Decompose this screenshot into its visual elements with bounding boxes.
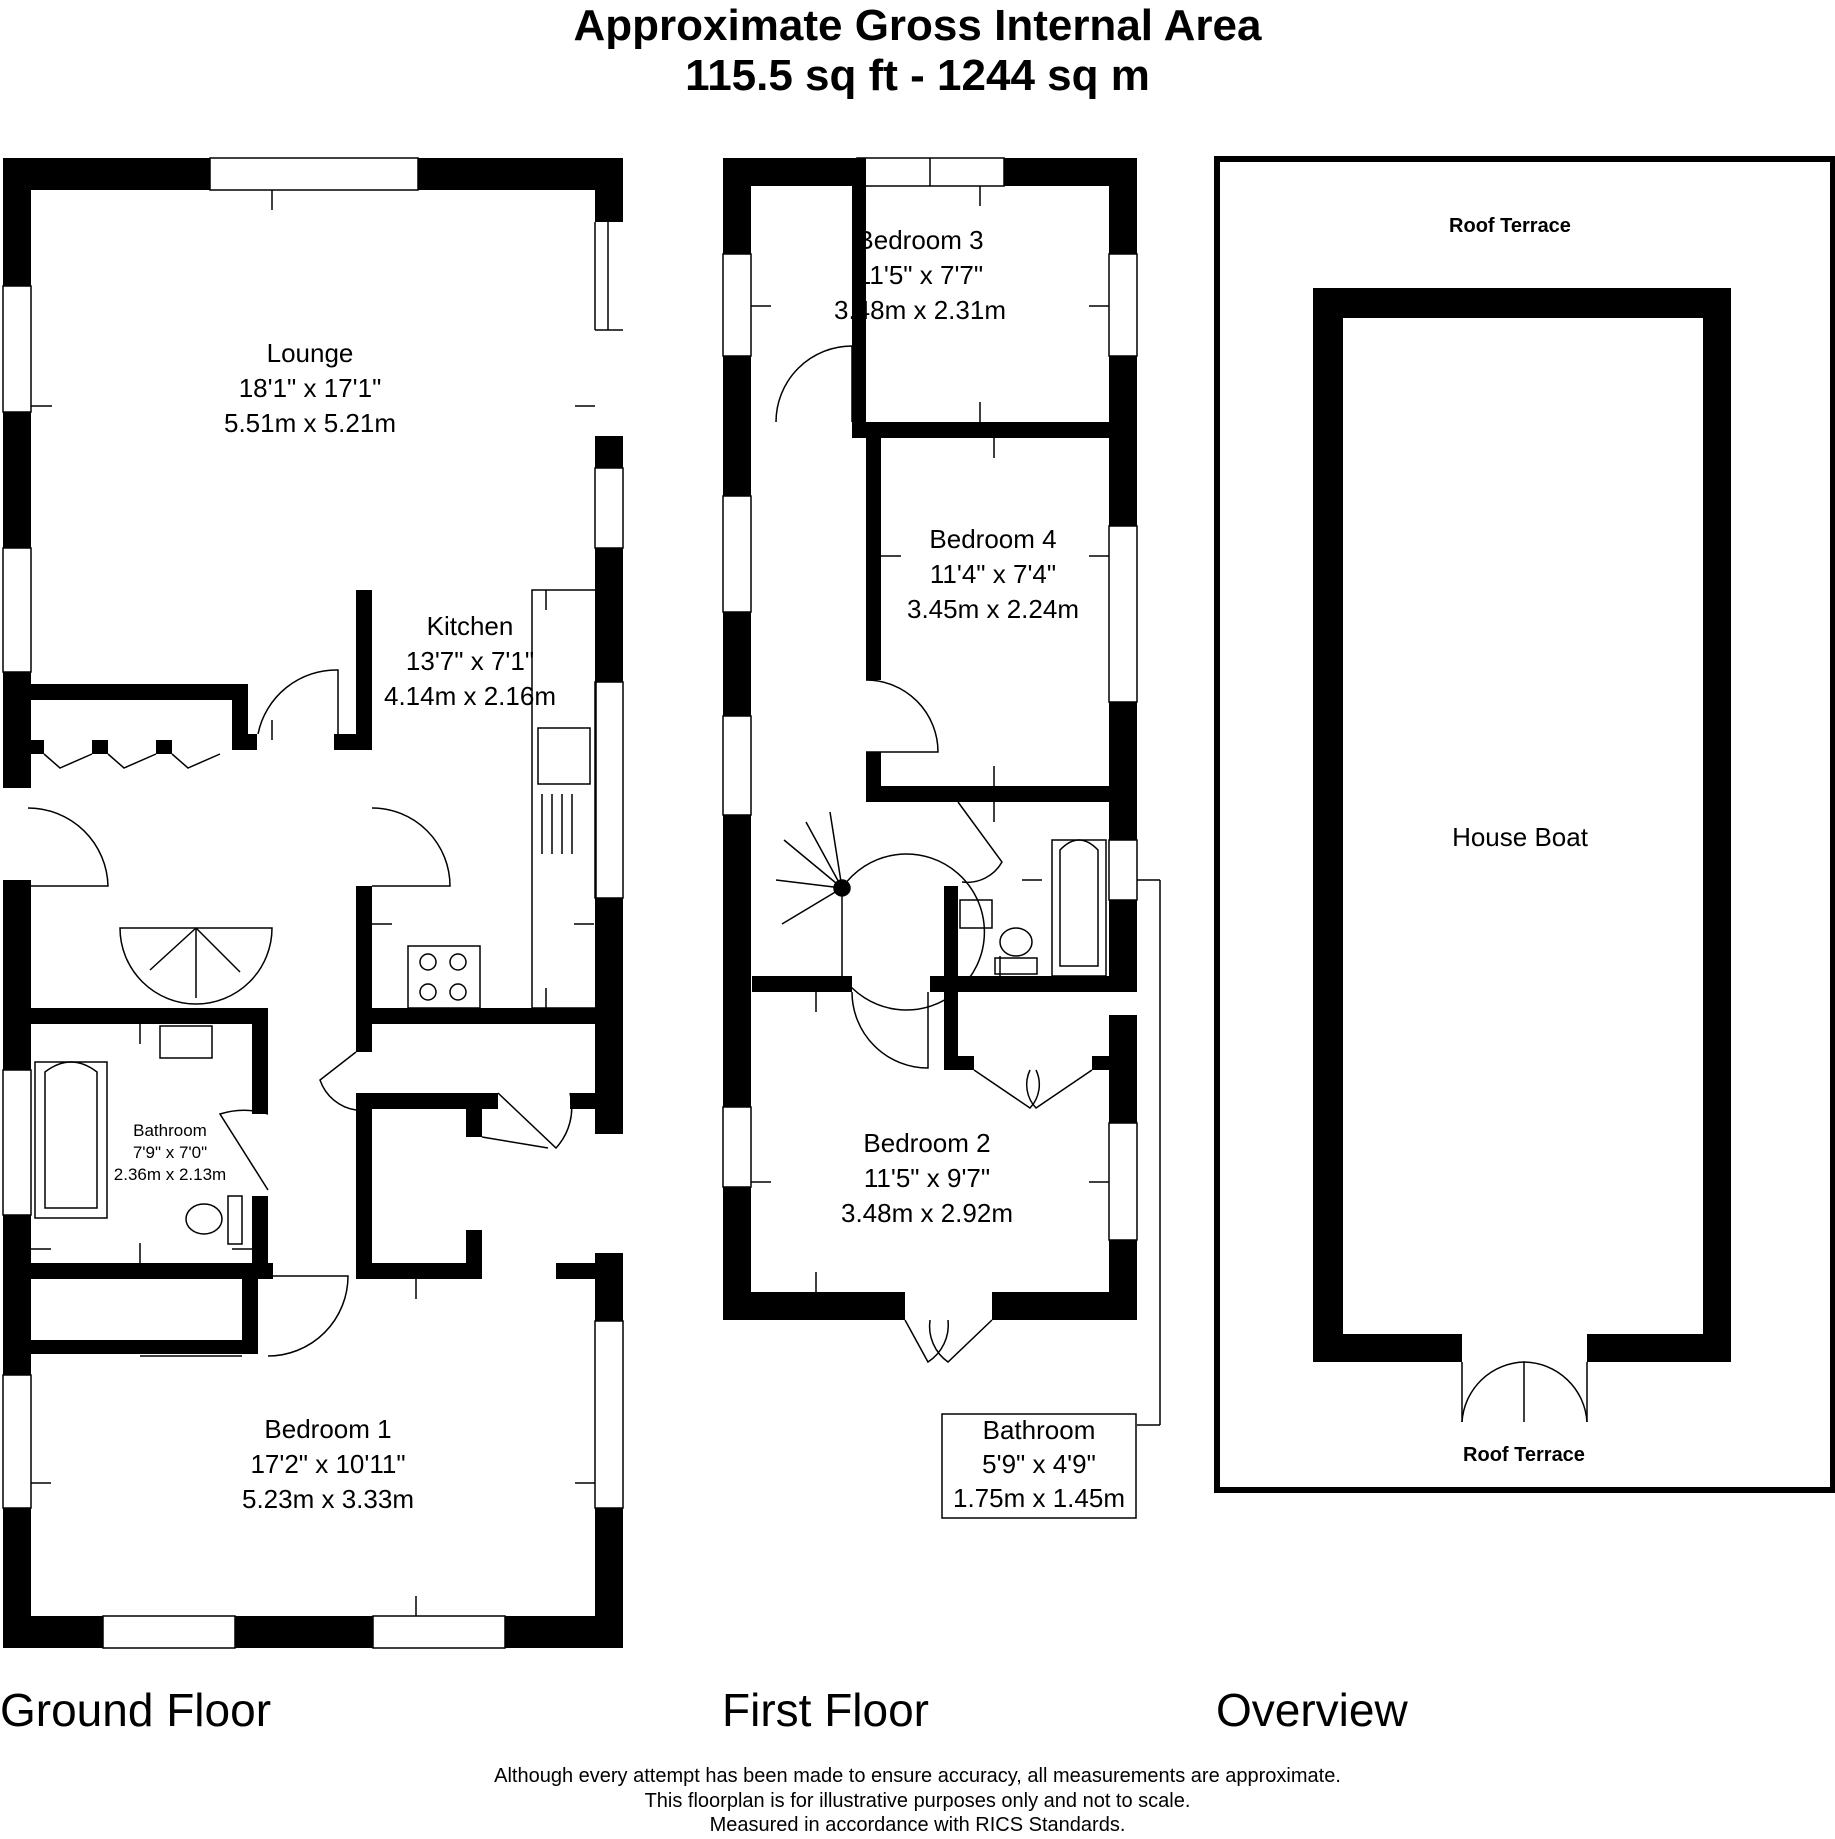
first-floor-lines <box>722 157 1161 1519</box>
ground-floor-plan <box>3 158 623 1648</box>
ground-floor-label: Ground Floor <box>0 1684 272 1736</box>
ground-floor-lines <box>2 157 624 1649</box>
plan-title: Approximate Gross Internal Area <box>573 1 1262 50</box>
disclaimer-line-1: Although every attempt has been made to … <box>494 1765 1341 1787</box>
room-label-bedroom-4: Bedroom 4 11'4" x 7'4" 3.45m x 2.24m <box>888 522 1098 627</box>
bedroom-1-name: Bedroom 1 <box>264 1414 392 1444</box>
kitchen-imperial: 13'7" x 7'1" <box>405 646 535 676</box>
bedroom-2-metric: 3.48m x 2.92m <box>841 1198 1013 1228</box>
room-label-bedroom-1: Bedroom 1 17'2" x 10'11" 5.23m x 3.33m <box>206 1412 450 1517</box>
ground-floor-arrows <box>31 190 595 1616</box>
disclaimer-line-2: This floorplan is for illustrative purpo… <box>644 1790 1191 1812</box>
overview-label: Overview <box>1216 1684 1408 1736</box>
bathroom-first-imperial: 5'9" x 4'9" <box>982 1449 1096 1479</box>
first-floor-arrows <box>751 186 1109 1292</box>
room-label-lounge: Lounge 18'1" x 17'1" 5.51m x 5.21m <box>196 336 424 441</box>
gross-area: 115.5 sq ft - 1244 sq m <box>685 51 1150 100</box>
bedroom-1-metric: 5.23m x 3.33m <box>242 1484 414 1514</box>
bathroom-first-name: Bathroom <box>982 1415 1096 1445</box>
room-label-bedroom-2: Bedroom 2 11'5" x 9'7" 3.48m x 2.92m <box>822 1126 1032 1231</box>
lounge-imperial: 18'1" x 17'1" <box>238 373 382 403</box>
lounge-name: Lounge <box>266 338 354 368</box>
lounge-metric: 5.51m x 5.21m <box>224 408 396 438</box>
room-label-bathroom-first: Bathroom 5'9" x 4'9" 1.75m x 1.45m <box>942 1413 1136 1515</box>
first-floor-plan <box>723 158 1137 1320</box>
bedroom-2-name: Bedroom 2 <box>863 1128 991 1158</box>
bedroom-4-imperial: 11'4" x 7'4" <box>929 559 1057 589</box>
kitchen-metric: 4.14m x 2.16m <box>384 681 556 711</box>
bedroom-2-imperial: 11'5" x 9'7" <box>863 1163 991 1193</box>
roof-terrace-top-label: Roof Terrace <box>1449 215 1571 237</box>
first-floor-label: First Floor <box>722 1684 929 1736</box>
bathroom-ground-metric: 2.36m x 2.13m <box>113 1165 227 1184</box>
room-label-bedroom-3: Bedroom 3 11'5" x 7'7" 3.48m x 2.31m <box>820 223 1020 328</box>
overview-plan <box>1214 156 1835 1493</box>
bedroom-3-name: Bedroom 3 <box>856 225 984 255</box>
bathroom-ground-name: Bathroom <box>133 1121 207 1140</box>
bedroom-1-imperial: 17'2" x 10'11" <box>250 1449 406 1479</box>
house-boat-label: House Boat <box>1452 822 1588 852</box>
room-label-kitchen: Kitchen 13'7" x 7'1" 4.14m x 2.16m <box>366 609 574 714</box>
roof-terrace-bottom-label: Roof Terrace <box>1463 1444 1585 1466</box>
disclaimer-line-3: Measured in accordance with RICS Standar… <box>709 1814 1126 1836</box>
bathroom-ground-imperial: 7'9" x 7'0" <box>132 1143 208 1162</box>
bathroom-first-metric: 1.75m x 1.45m <box>953 1483 1125 1513</box>
bedroom-4-name: Bedroom 4 <box>929 524 1057 554</box>
room-label-bathroom-ground: Bathroom 7'9" x 7'0" 2.36m x 2.13m <box>98 1120 242 1186</box>
bedroom-3-metric: 3.48m x 2.31m <box>834 295 1006 325</box>
bedroom-4-metric: 3.45m x 2.24m <box>907 594 1079 624</box>
bedroom-3-imperial: 11'5" x 7'7" <box>856 260 984 290</box>
kitchen-name: Kitchen <box>426 611 514 641</box>
